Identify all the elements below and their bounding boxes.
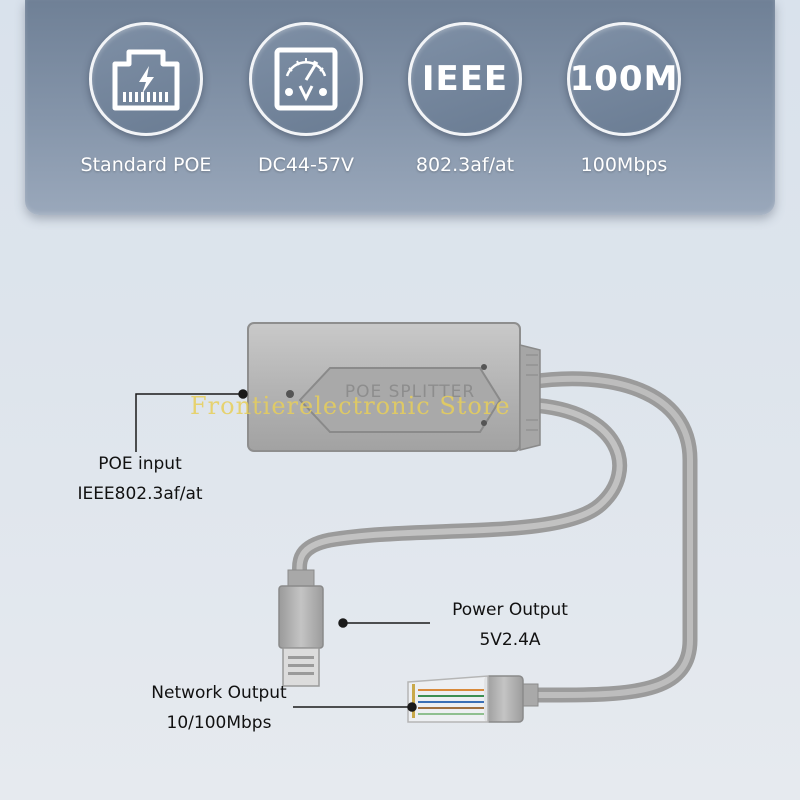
callout-detail: IEEE802.3af/at <box>77 484 203 504</box>
cables <box>291 371 698 703</box>
feature-circle <box>249 22 363 136</box>
feature-circle-text: 100M <box>569 59 679 99</box>
callout-title: Power Output <box>452 600 568 620</box>
feature-circle: IEEE <box>408 22 522 136</box>
callout-detail: 5V2.4A <box>479 630 541 650</box>
feature-label: 802.3af/at <box>415 154 515 176</box>
callout-title: Network Output <box>151 683 287 703</box>
splitter-body-text: POE SPLITTER <box>345 382 475 402</box>
feature-label: Standard POE <box>80 154 212 176</box>
callout-lines <box>135 389 430 712</box>
feature-circle-text: IEEE <box>421 59 509 99</box>
feature-circle: 100M <box>567 22 681 136</box>
micro-usb-plug <box>278 569 324 687</box>
splitter-body: POE SPLITTER <box>247 322 541 452</box>
callout-network-output: Network Output 10/100Mbps <box>134 678 304 738</box>
callout-title: POE input <box>98 454 182 474</box>
voltmeter-icon <box>274 47 338 111</box>
feature-label: DC44-57V <box>257 154 355 176</box>
store-watermark: Frontierelectronic Store <box>190 392 511 420</box>
feature-voltage: DC44-57V <box>231 22 381 176</box>
callout-power-output: Power Output 5V2.4A <box>430 595 590 655</box>
callout-poe-input: POE input IEEE802.3af/at <box>60 449 220 509</box>
feature-ieee: IEEE 802.3af/at <box>390 22 540 176</box>
ethernet-port-icon <box>112 49 180 111</box>
feature-label: 100Mbps <box>580 154 668 176</box>
feature-speed: 100M 100Mbps <box>549 22 699 176</box>
rj45-plug <box>407 675 539 723</box>
feature-bar: Standard POE DC44-57V IEEE 802.3a <box>25 0 775 215</box>
callout-detail: 10/100Mbps <box>166 713 272 733</box>
feature-standard-poe: Standard POE <box>71 22 221 176</box>
feature-circle <box>89 22 203 136</box>
